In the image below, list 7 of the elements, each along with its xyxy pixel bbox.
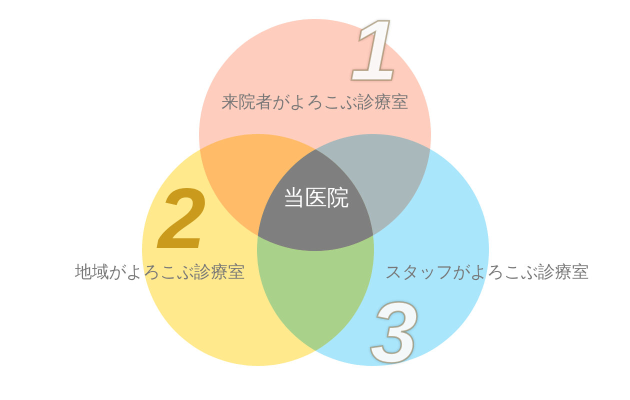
circle-number: 1 [350,8,398,94]
circle-number: 3 [370,290,418,376]
center-label: 当医院 [283,184,349,213]
circle-number: 2 [158,176,206,262]
circle-label: スタッフがよろこぶ診療室 [385,262,589,284]
circle-label: 来院者がよろこぶ診療室 [222,92,408,114]
circle-label: 地域がよろこぶ診療室 [75,262,245,284]
